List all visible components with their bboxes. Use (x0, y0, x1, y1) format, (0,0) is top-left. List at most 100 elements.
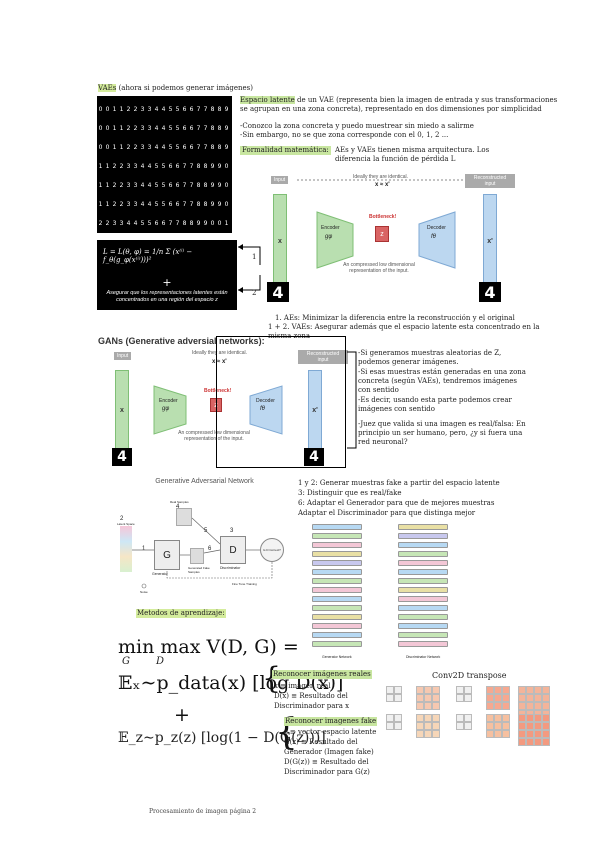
mnist-digit: 1 (112, 125, 117, 132)
conv-cell (432, 714, 440, 722)
conv-cell (534, 738, 542, 746)
conv-cell (486, 702, 494, 710)
disc-network-label: Discriminator Network (406, 655, 441, 659)
conv-cell (486, 714, 494, 722)
mnist-digit: 3 (140, 144, 145, 151)
mnist-digit: 2 (119, 163, 124, 170)
formal-desc: AEs y VAEs tienen misma arquitectura. Lo… (335, 146, 490, 163)
network-layer (312, 623, 362, 629)
mnist-digit: 1 (105, 163, 110, 170)
conv-cell (486, 686, 494, 694)
ae2-decoder (249, 385, 283, 435)
mnist-digit: 0 (98, 106, 103, 113)
network-layer (312, 551, 362, 557)
page-footer: Procesamiento de imagen página 2 (149, 808, 257, 815)
conv-cell (424, 702, 432, 710)
ae-xeq-label: x ≈ x' (375, 182, 390, 188)
ae2-identical-label: Ideally they are identical. (192, 350, 248, 356)
mnist-digit: 2 (119, 182, 124, 189)
generator-label: Generator (152, 572, 168, 576)
ae-bottleneck-label: Bottleneck! (369, 214, 397, 220)
mnist-digit: 2 (126, 144, 131, 151)
discriminator-label: Discriminator (220, 566, 241, 570)
mnist-digit: 6 (182, 106, 187, 113)
gans-text-4: -Juez que valida si una imagen es real/f… (358, 420, 526, 446)
network-layer (398, 542, 448, 548)
mnist-digit: 1 (98, 201, 103, 208)
ae2-input-column: x (115, 370, 129, 450)
mnist-digit: 6 (168, 182, 173, 189)
mnist-digit: 3 (147, 125, 152, 132)
ae2-encoder (153, 385, 187, 435)
mnist-digit: 1 (119, 144, 124, 151)
ae-compressed-note: An compressed low dimensional representa… (343, 262, 415, 274)
mnist-digit: 3 (147, 144, 152, 151)
mnist-digit: 1 (105, 182, 110, 189)
gan-diagram: Generative Adversarial Network 2 4 5 3 1… (112, 478, 297, 598)
mnist-digit: 8 (210, 106, 215, 113)
vae-heading-prefix: VAEs (98, 84, 117, 92)
mnist-digit: 8 (217, 144, 222, 151)
mnist-digit: 5 (168, 144, 173, 151)
conv-cell (464, 694, 472, 702)
ae2-xeq-label: x ≈ x' (212, 359, 227, 365)
mnist-digit: 9 (224, 125, 229, 132)
mnist-digit: 5 (161, 163, 166, 170)
mnist-digit: 5 (161, 201, 166, 208)
mnist-digit: 8 (196, 201, 201, 208)
mnist-digit: 9 (210, 201, 215, 208)
conv-cell (534, 686, 542, 694)
conv-cell (394, 722, 402, 730)
mnist-digit: 8 (203, 163, 208, 170)
fake-label: Reconocer imagenes fake (284, 717, 378, 726)
network-layer (312, 614, 362, 620)
conv-cell (518, 694, 526, 702)
mnist-digit: 6 (182, 144, 187, 151)
real-line-1: x ≡ imagen real (274, 682, 331, 690)
network-layer (398, 533, 448, 539)
mnist-digit: 3 (126, 201, 131, 208)
network-layer (312, 560, 362, 566)
mnist-digit: 3 (140, 125, 145, 132)
mnist-digit: 0 (105, 144, 110, 151)
conv-cell (502, 714, 510, 722)
conv-transpose-diagram (386, 684, 554, 746)
mnist-digit: 2 (126, 125, 131, 132)
conv-cell (432, 686, 440, 694)
ae2-compressed-note: An compressed low dimensional representa… (178, 430, 250, 442)
conv-cell (534, 694, 542, 702)
mnist-digit: 8 (217, 125, 222, 132)
mnist-digit: 5 (140, 220, 145, 227)
mnist-digit: 7 (196, 125, 201, 132)
ae2-recon-label: Reconstructed input (298, 350, 348, 364)
mnist-digit: 4 (140, 201, 145, 208)
real-label: Reconocer imágenes reales (272, 670, 372, 679)
fine-tune-label: Fine Tune Training (232, 582, 257, 586)
ae-input-column: x (273, 194, 287, 289)
conv-cell (432, 730, 440, 738)
conv-cell (416, 730, 424, 738)
gan-num-6: 6 (208, 546, 212, 552)
mnist-digit: 3 (112, 220, 117, 227)
network-layer (398, 551, 448, 557)
mnist-digit: 2 (112, 182, 117, 189)
conv-cell (386, 714, 394, 722)
conv-cell (464, 686, 472, 694)
conv-cell (534, 730, 542, 738)
ae-xp: x' (487, 238, 493, 245)
gan-num-3: 3 (230, 528, 234, 534)
mnist-digit: 7 (203, 125, 208, 132)
decoder-highlight-box (216, 336, 346, 468)
conv-cell (518, 722, 526, 730)
gans-text-2: -Si esas muestras están generadas en una… (358, 368, 526, 394)
gan-num-2: 2 (120, 516, 124, 522)
ae-z: z (380, 230, 384, 238)
mnist-digit: 7 (175, 220, 180, 227)
mnist-digit: 4 (161, 106, 166, 113)
mnist-digit: 0 (105, 106, 110, 113)
mnist-digit: 4 (161, 125, 166, 132)
mnist-digit: 7 (189, 163, 194, 170)
mnist-digit: 8 (196, 182, 201, 189)
mnist-digit: 6 (175, 201, 180, 208)
